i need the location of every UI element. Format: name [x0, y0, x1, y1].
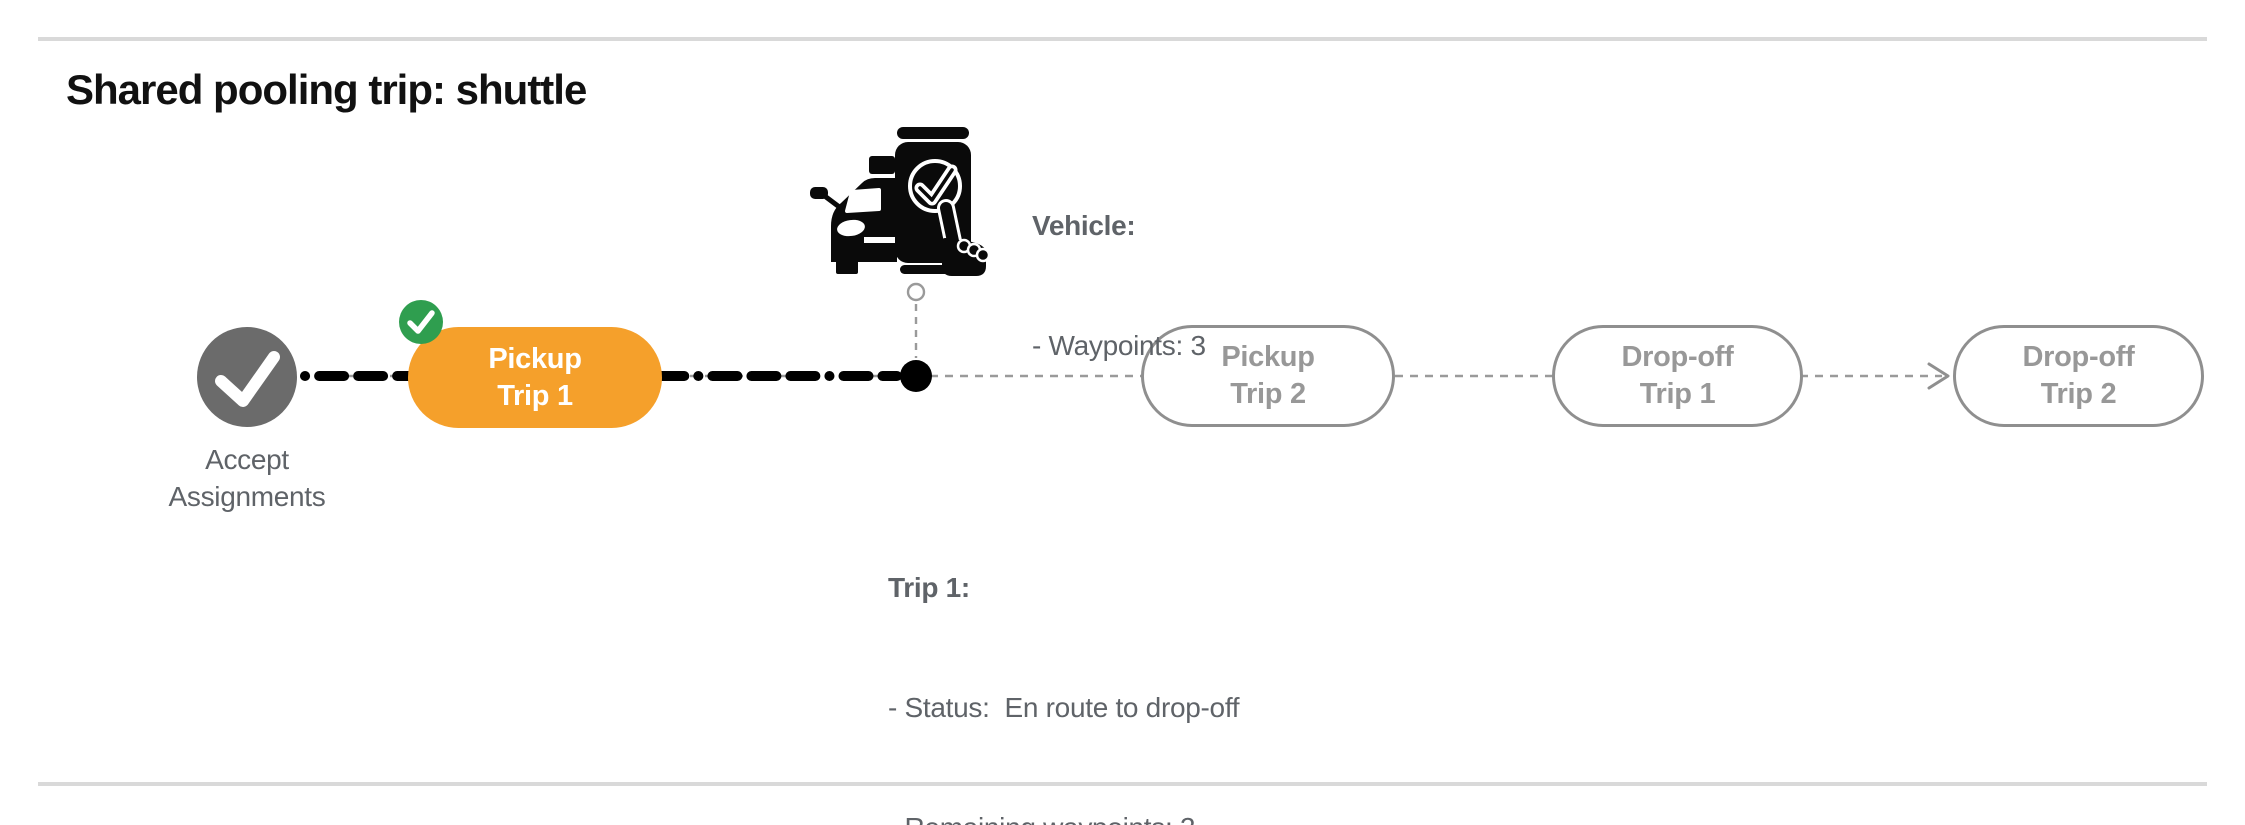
vehicle-phone-check-icon: [810, 127, 991, 276]
timeline-node-dropoff-trip-2: Drop-off Trip 2: [1953, 325, 2204, 427]
vehicle-info: Vehicle: - Waypoints: 3: [1032, 126, 1206, 446]
route-arrowhead-icon: [1927, 362, 1950, 390]
trip-status-info: Trip 1: - Status: En route to drop-off -…: [888, 488, 1240, 825]
vehicle-connector-ring: [906, 282, 926, 302]
timeline-node-dropoff-trip-1: Drop-off Trip 1: [1552, 325, 1803, 427]
pill-label-line2: Trip 1: [1639, 378, 1716, 410]
check-icon: [215, 351, 280, 407]
accept-label-line2: Assignments: [168, 481, 326, 512]
timeline-node-pickup-trip-1: Pickup Trip 1: [408, 327, 662, 428]
bottom-divider: [38, 782, 2207, 786]
completed-badge: [398, 299, 444, 345]
trip1-heading: Trip 1:: [888, 572, 970, 603]
accept-assignments-node: [197, 327, 297, 427]
green-check-icon: [399, 300, 443, 344]
accept-node-circle: [197, 327, 297, 427]
pointing-hand-icon: [937, 199, 991, 276]
pill-label-line1: Drop-off: [2022, 341, 2135, 373]
pill-label-line2: Trip 1: [497, 379, 573, 412]
trip1-remaining-waypoints: - Remaining waypoints: 2: [888, 808, 1239, 825]
page-title: Shared pooling trip: shuttle: [66, 66, 587, 113]
pill-label-line1: Pickup: [488, 342, 582, 375]
accept-assignments-label: Accept Assignments: [122, 441, 372, 515]
car-icon: [810, 156, 897, 274]
top-divider: [38, 37, 2207, 41]
pill-label-line2: Trip 2: [1230, 378, 1306, 410]
vehicle-info-heading: Vehicle:: [1032, 210, 1136, 241]
pill-label-line1: Drop-off: [1621, 341, 1734, 373]
timeline-node-pickup-trip-2: Pickup Trip 2: [1141, 325, 1395, 427]
trip1-status: - Status: En route to drop-off: [888, 692, 1240, 723]
pill-label-line1: Pickup: [1221, 341, 1315, 373]
accept-label-line1: Accept: [205, 444, 289, 475]
vehicle-info-waypoints: - Waypoints: 3: [1032, 330, 1206, 361]
pill-label-line2: Trip 2: [2040, 378, 2117, 410]
confirm-check-icon: [908, 159, 962, 213]
current-position-dot: [900, 360, 932, 392]
